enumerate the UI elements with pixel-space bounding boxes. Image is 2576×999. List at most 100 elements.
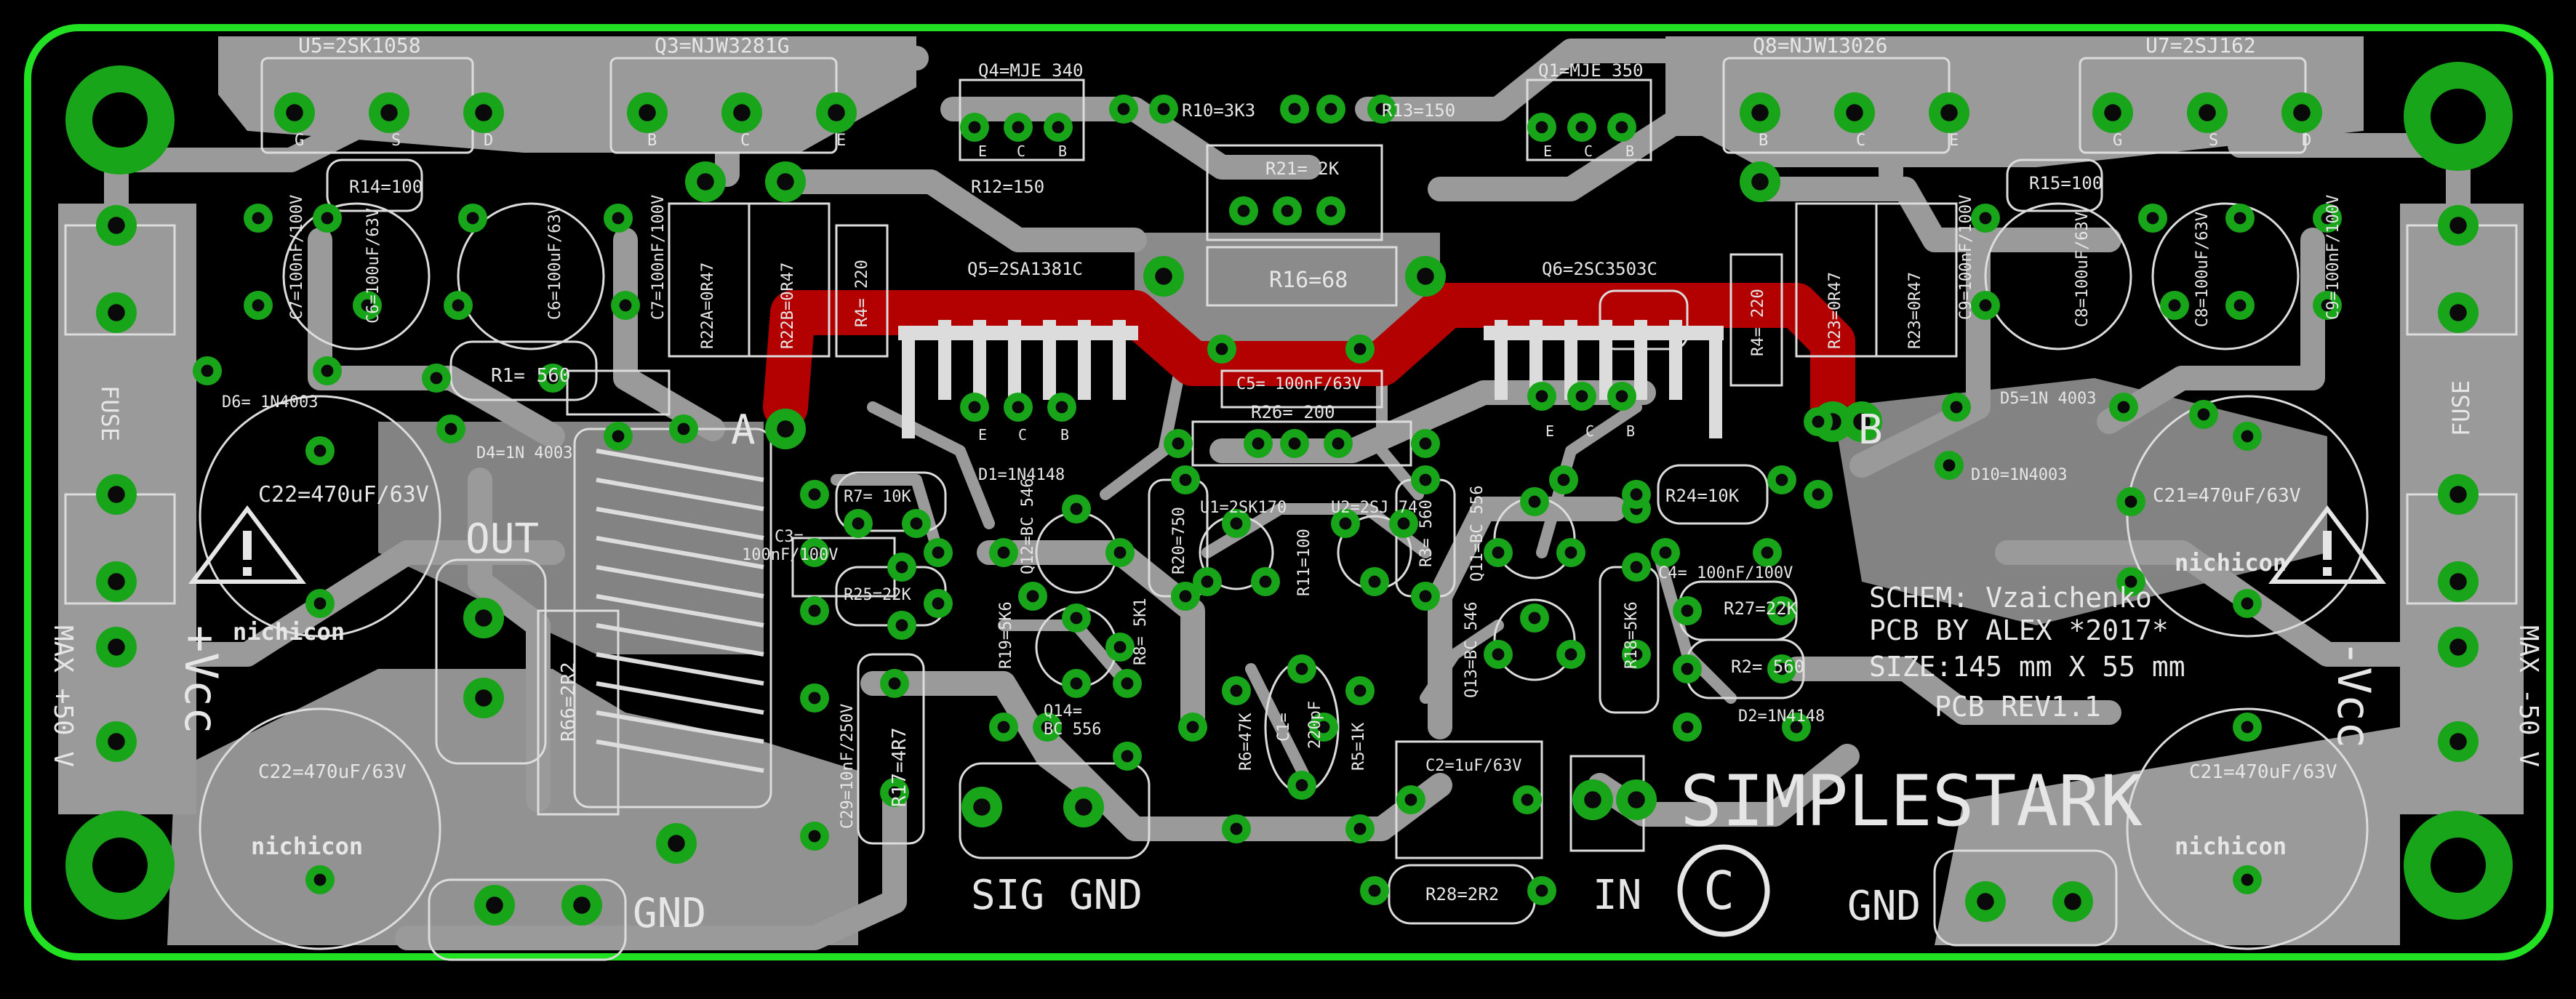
pad-hole: [808, 604, 821, 617]
pad-hole: [1943, 459, 1956, 472]
label-c1: C1=: [1275, 713, 1293, 742]
label-c6-mid: C6=100uF/63V: [546, 204, 564, 320]
pad-hole: [1332, 437, 1345, 450]
pin-label-q3-c: C: [740, 132, 750, 150]
pad-hole: [108, 638, 125, 656]
label-u7: U7=2SJ162: [2145, 33, 2256, 57]
pad-hole: [2064, 893, 2081, 910]
center-pour: [1135, 233, 1440, 342]
pad-hole: [1012, 401, 1025, 414]
pin-label-q4-e: E: [978, 143, 987, 160]
label-r20: R20=750: [1170, 507, 1188, 574]
pad-hole: [1630, 648, 1643, 661]
pad-hole: [108, 304, 125, 321]
mounting-hole-bottom-left: [65, 811, 175, 920]
pad-hole: [1615, 390, 1628, 403]
pad-hole: [1324, 103, 1337, 116]
label-c5: C5= 100nF/63V: [1236, 375, 1361, 393]
label-q12: Q12=BC 546: [1019, 478, 1037, 574]
pin-label-q8-c: C: [1856, 132, 1865, 150]
pad-hole: [1404, 793, 1417, 806]
pad-hole: [2241, 597, 2254, 610]
pad-hole: [2321, 299, 2334, 312]
pad-hole: [1075, 798, 1092, 816]
pad-hole: [2104, 104, 2121, 121]
label-q5: Q5=2SA1381C: [967, 259, 1083, 279]
pad-hole: [321, 212, 334, 225]
pad-hole: [2124, 575, 2137, 588]
pin-label-q4-c: C: [1017, 143, 1025, 160]
pad-hole: [475, 689, 492, 707]
pad-hole: [1026, 590, 1039, 603]
label-r26: R26= 200: [1251, 402, 1335, 422]
label-c7-mid: C7=100nF/100V: [649, 195, 668, 320]
pad-hole: [639, 104, 656, 121]
pad-hole: [733, 104, 751, 121]
pad-hole: [1979, 299, 1992, 312]
pad-hole: [201, 364, 214, 377]
label-d5: D5=1N 4003: [2000, 390, 2096, 408]
pad-hole: [1375, 103, 1388, 116]
label-r3: R3= 560: [1417, 500, 1436, 567]
label-sig-gnd: SIG GND: [971, 872, 1143, 919]
pad-hole: [1070, 611, 1083, 625]
label-q6: Q6=2SC3503C: [1542, 259, 1657, 279]
pad-hole: [1012, 121, 1025, 134]
pad-hole: [1339, 517, 1352, 530]
pad-hole: [1846, 104, 1863, 121]
label-d10: D10=1N4003: [1971, 466, 2067, 484]
pad-hole: [1535, 390, 1548, 403]
pad-hole: [1492, 648, 1505, 661]
silkscreen-text: U5=2SK1058 Q3=NJW3281G Q4=MJE 340 Q1=MJE…: [48, 33, 2543, 937]
pad-hole: [252, 212, 265, 225]
label-max-positive: MAX +50 V: [48, 625, 78, 767]
pad-hole: [1528, 495, 1541, 508]
pad-hole: [1812, 488, 1825, 501]
label-u1: U1=2SK170: [1200, 499, 1287, 517]
label-r28: R28=2R2: [1425, 884, 1499, 904]
pin-label-q5-e: E: [978, 426, 987, 444]
brand-nichicon-bl: nichicon: [251, 832, 363, 860]
label-gnd-right: GND: [1847, 883, 1921, 930]
label-c6-left: C6=100uF/63V: [364, 208, 383, 324]
pad-hole: [108, 733, 125, 750]
pad-hole: [1775, 604, 1788, 617]
pad-hole: [1288, 437, 1301, 450]
pad-hole: [1628, 791, 1645, 809]
pad-hole: [1528, 611, 1541, 625]
pad-hole: [1070, 502, 1083, 515]
label-point-a: A: [731, 406, 756, 454]
pad-hole: [1575, 121, 1588, 134]
pad-hole: [1681, 604, 1694, 617]
pad-hole: [2117, 401, 2130, 414]
pad-hole: [1215, 342, 1228, 356]
pad-hole: [1201, 575, 1214, 588]
pad-hole: [1117, 103, 1130, 116]
pad-hole: [932, 597, 945, 610]
pad-hole: [1070, 677, 1083, 690]
pad-hole: [619, 299, 632, 312]
pad-hole: [2449, 638, 2467, 656]
label-c22-bottom: C22=470uF/63V: [258, 761, 407, 783]
label-r23-left: R23=0R47: [1826, 272, 1844, 349]
pad-hole: [313, 873, 327, 886]
pad-hole: [997, 721, 1010, 734]
pad-hole: [888, 786, 901, 799]
pad-hole: [1751, 173, 1769, 190]
pin-label-u7-d: D: [2302, 132, 2311, 150]
pad-hole: [1564, 648, 1577, 661]
pad-hole: [808, 546, 821, 559]
pad-hole: [697, 173, 714, 190]
label-q8: Q8=NJW13026: [1753, 33, 1887, 57]
pin-label-q6-e: E: [1545, 422, 1554, 440]
label-q13: Q13=BC 546: [1463, 602, 1481, 698]
pad-hole: [1940, 104, 1958, 121]
pad-hole: [1259, 575, 1272, 588]
pad-hole: [1419, 590, 1432, 603]
pad-hole: [1630, 561, 1643, 574]
label-c29: C29=10nF/250V: [839, 704, 857, 829]
pad-hole: [1324, 204, 1337, 217]
pin-label-q8-b: B: [1759, 132, 1768, 150]
pad-hole: [452, 299, 465, 312]
pad-hole: [108, 573, 125, 590]
